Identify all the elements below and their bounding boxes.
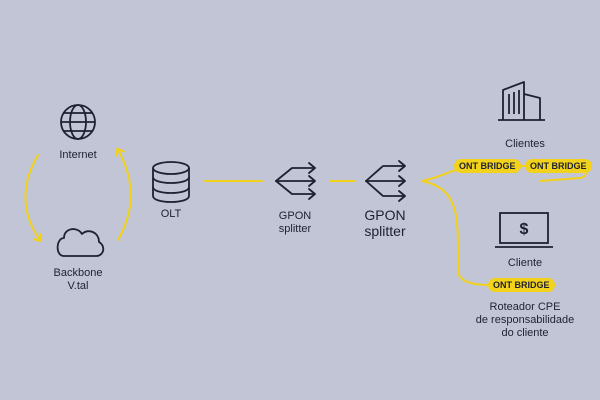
cpe-label: Roteador CPE de responsabilidade do clie… bbox=[460, 301, 590, 340]
splitter2-label-line1: GPON bbox=[364, 207, 406, 223]
cpe-label-line1: Roteador CPE bbox=[489, 301, 561, 313]
cliente-label: Cliente bbox=[507, 257, 543, 269]
clientes-label: Clientes bbox=[505, 138, 545, 150]
globe-icon bbox=[60, 104, 96, 140]
building-icon bbox=[498, 81, 545, 121]
svg-text:$: $ bbox=[520, 221, 529, 238]
cloud-icon bbox=[56, 228, 105, 257]
ont-bridge-badge: ONT BRIDGE bbox=[525, 159, 592, 173]
internet-label: Internet bbox=[59, 149, 97, 161]
link-backbone-internet bbox=[115, 147, 132, 241]
splitter2-label: GPON splitter bbox=[350, 207, 420, 239]
backbone-label-line2: V.tal bbox=[67, 280, 89, 292]
splitter2-label-line2: splitter bbox=[364, 223, 406, 239]
cpe-label-line3: do cliente bbox=[501, 327, 549, 339]
link-internet-backbone bbox=[24, 154, 43, 243]
splitter1-label-line2: splitter bbox=[278, 223, 312, 235]
ont-bridge-badge: ONT BRIDGE bbox=[454, 159, 521, 173]
link-splitter2-cliente bbox=[421, 180, 491, 286]
database-icon bbox=[152, 161, 190, 203]
splitter-icon bbox=[365, 160, 406, 202]
backbone-label-line1: Backbone bbox=[53, 267, 103, 279]
ont-bridge-badge: ONT BRIDGE bbox=[488, 278, 555, 292]
dollar-bill-icon: $ bbox=[495, 212, 553, 248]
cpe-label-line2: de responsabilidade bbox=[475, 314, 575, 326]
splitter-icon bbox=[275, 162, 316, 200]
splitter1-label: GPON splitter bbox=[265, 210, 325, 236]
backbone-label: Backbone V.tal bbox=[40, 267, 116, 293]
olt-label: OLT bbox=[160, 208, 182, 220]
splitter1-label-line1: GPON bbox=[278, 210, 312, 222]
